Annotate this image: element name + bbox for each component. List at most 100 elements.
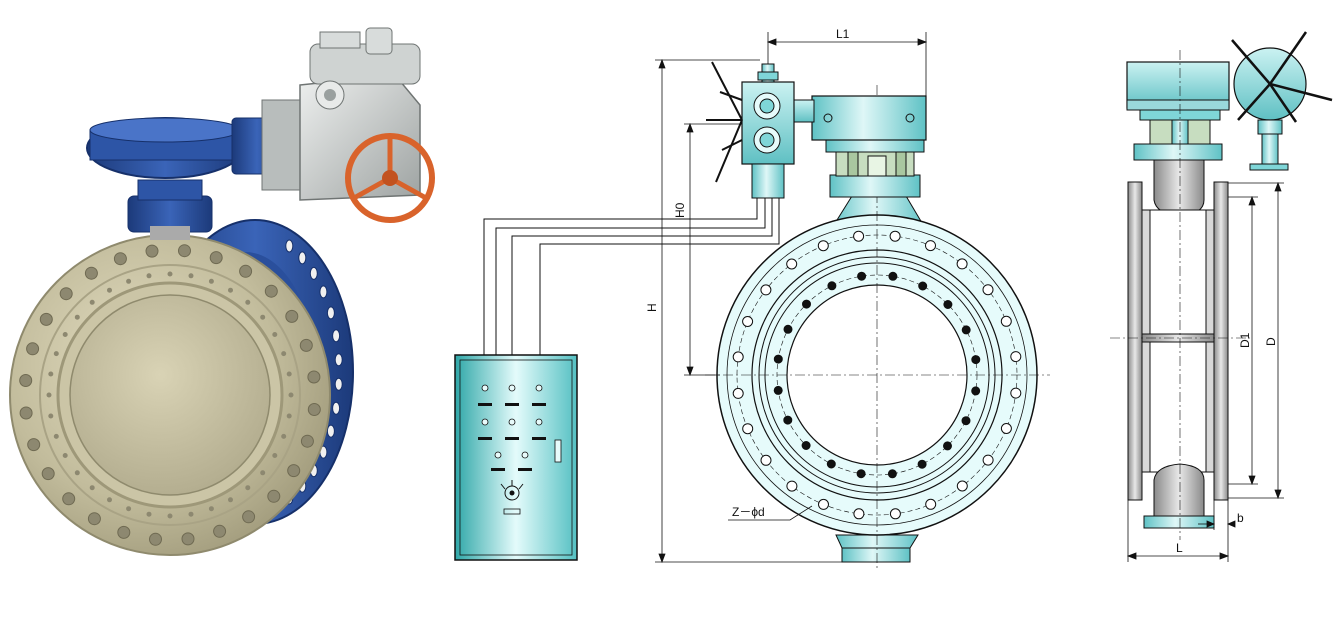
bolt-hole-filled — [783, 415, 793, 425]
bolt-hole — [925, 498, 937, 510]
bolt-hole — [817, 240, 829, 252]
bolt-hole — [285, 309, 299, 323]
indicator-lamp — [535, 418, 543, 426]
bolt-hole — [818, 498, 829, 510]
bolt-hole-small — [245, 299, 251, 305]
bolt-hole-small — [167, 513, 173, 519]
bolt-hole — [39, 312, 53, 326]
label-L1: L1 — [836, 27, 850, 41]
bolt-hole-small — [167, 271, 173, 277]
side-view-valve — [1110, 31, 1333, 540]
bolt-hole — [87, 512, 101, 526]
bolt-hole-small — [126, 506, 132, 512]
bolt-hole-small — [107, 287, 112, 293]
bolt-hole-small — [286, 371, 292, 377]
cable-conduits — [483, 196, 780, 355]
bolt-hole-small — [288, 392, 294, 398]
bolt-hole — [26, 342, 40, 356]
steel-front-flange — [9, 234, 331, 556]
bolt-hole-filled — [802, 299, 811, 309]
bolt-hole — [889, 508, 901, 520]
bolt-hole — [307, 403, 321, 416]
bolt-hole — [760, 284, 772, 296]
bolt-hole-small — [208, 278, 214, 284]
bolt-hole-filled — [943, 441, 952, 451]
bolt-hole-small — [281, 351, 287, 357]
bolt-hole — [298, 251, 307, 265]
front-dimensions — [655, 32, 928, 564]
side-dimensions — [1126, 181, 1284, 562]
bolt-hole — [334, 377, 343, 391]
indicator-lamp — [535, 384, 543, 392]
bolt-hole-filled — [826, 459, 836, 469]
bolt-hole-filled — [961, 416, 971, 426]
label-b: b — [1237, 511, 1244, 525]
bolt-hole-small — [208, 506, 214, 512]
bolt-hole — [41, 467, 55, 481]
control-box-selector-knob — [500, 480, 524, 515]
bolt-hole — [264, 284, 278, 298]
bolt-hole — [1010, 387, 1022, 399]
bolt-hole-small — [281, 433, 287, 439]
red-handwheel — [345, 133, 435, 223]
bolt-hole — [84, 266, 98, 280]
label-D: D — [1264, 337, 1278, 346]
bolt-hole-filled — [971, 386, 981, 396]
bolt-hole — [19, 374, 33, 387]
valve-neck — [127, 179, 213, 240]
steel-inner-bolt-circle — [46, 271, 294, 519]
label-H0: H0 — [673, 202, 687, 218]
valve-photo — [9, 27, 435, 556]
bolt-hole — [742, 423, 754, 435]
bolt-hole — [732, 351, 744, 363]
bolt-hole-small — [146, 511, 152, 517]
bolt-hole — [334, 353, 343, 367]
bolt-hole — [19, 406, 33, 420]
bolt-hole — [742, 316, 754, 327]
bolt-hole-filled — [783, 324, 793, 334]
bolt-hole-small — [46, 392, 52, 398]
indicator-lamp — [481, 418, 489, 426]
bolt-hole-small — [188, 273, 194, 279]
bolt-hole — [59, 287, 73, 301]
control-box-indicators — [478, 384, 546, 471]
bolt-hole — [285, 239, 294, 253]
bolt-hole — [319, 285, 328, 299]
bolt-hole — [982, 454, 994, 466]
bolt-hole-small — [74, 314, 80, 320]
indicator-lamp — [521, 451, 529, 459]
bolt-hole — [326, 306, 335, 320]
bolt-hole-small — [74, 470, 80, 476]
switch-slot — [505, 403, 519, 406]
bolt-hole-small — [260, 470, 266, 476]
bolt-hole-small — [228, 287, 233, 293]
bolt-hole-small — [89, 299, 95, 305]
label-H: H — [645, 303, 659, 312]
control-box-handle — [554, 439, 562, 463]
front-view-valve — [705, 61, 1050, 568]
bolt-hole — [925, 240, 936, 252]
bolt-hole — [332, 329, 341, 343]
bolt-hole-filled — [888, 271, 898, 281]
bolt-hole-filled — [917, 459, 927, 469]
bolt-hole — [209, 251, 223, 265]
bolt-hole — [145, 244, 159, 258]
bolt-hole — [853, 508, 865, 520]
switch-slot — [478, 437, 492, 440]
bolt-hole — [1000, 315, 1012, 327]
bolt-hole-small — [48, 371, 54, 377]
bolt-hole — [786, 480, 798, 492]
bolt-hole — [27, 438, 41, 452]
steel-flange-bolt-holes — [19, 244, 321, 546]
bolt-hole — [982, 284, 994, 296]
indicator-lamp — [508, 418, 516, 426]
bolt-hole-filled — [918, 281, 928, 291]
bolt-hole-small — [260, 314, 266, 320]
bolt-hole-small — [53, 351, 59, 357]
bolt-hole — [326, 424, 335, 438]
bolt-hole — [853, 230, 865, 242]
switch-slot — [491, 468, 505, 471]
switch-slot — [505, 437, 519, 440]
bolt-hole — [239, 264, 253, 278]
